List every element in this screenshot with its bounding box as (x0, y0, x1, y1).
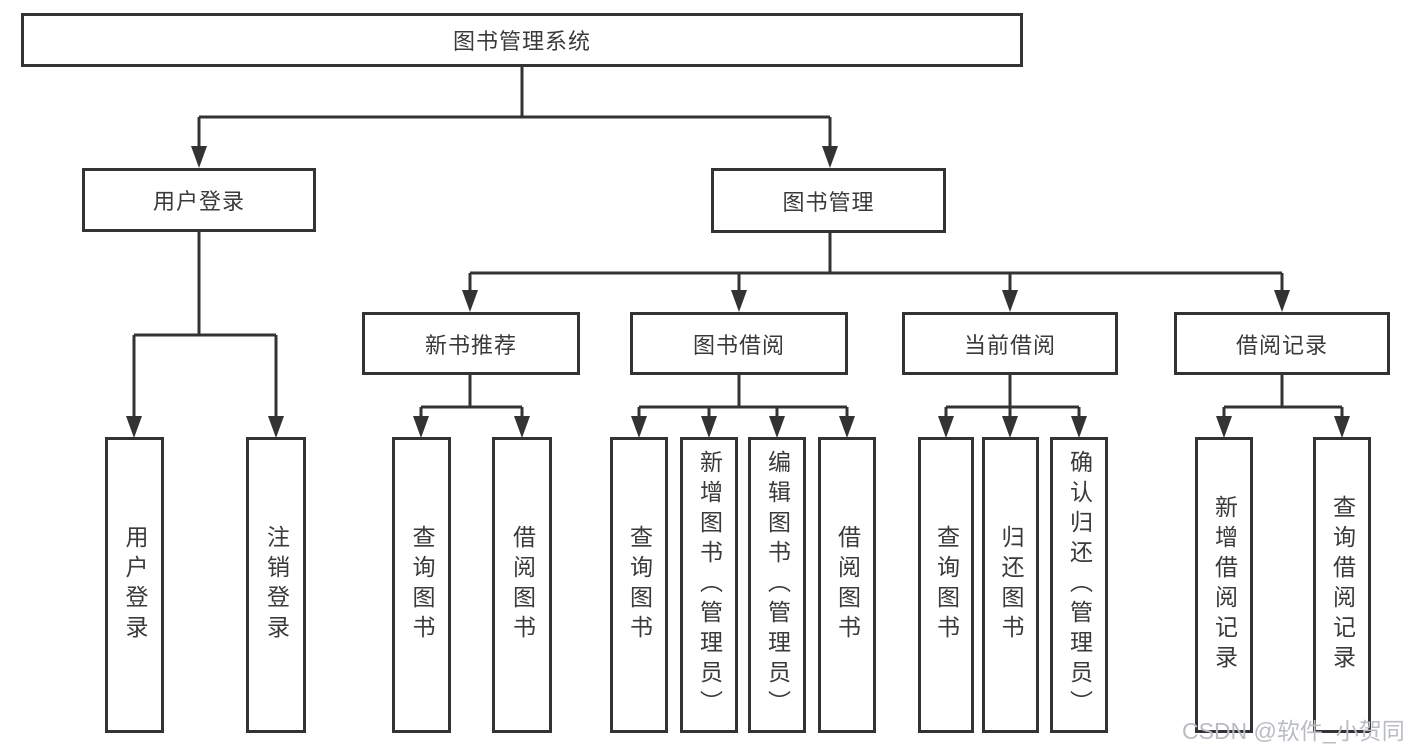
leaf-borrow-edit-books-admin: 编辑图书（管理员） (748, 437, 806, 733)
node-label: 图书管理 (782, 189, 875, 215)
leaf-label: 查询借阅记录 (1329, 495, 1356, 675)
leaf-label: 新增借阅记录 (1211, 495, 1238, 675)
node-book-borrowing: 图书借阅 (630, 312, 848, 375)
leaf-label: 归还图书 (998, 525, 1024, 645)
leaf-label: 编辑图书（管理员） (764, 450, 791, 720)
leaf-label: 借阅图书 (509, 525, 536, 645)
node-new-book-recommend: 新书推荐 (362, 312, 580, 375)
leaf-user-login: 用户登录 (105, 437, 164, 733)
leaf-records-add-record: 新增借阅记录 (1195, 437, 1253, 733)
node-current-borrowing: 当前借阅 (902, 312, 1118, 375)
leaf-current-confirm-return-admin: 确认归还（管理员） (1050, 437, 1108, 733)
leaf-borrow-query-books: 查询图书 (610, 437, 668, 733)
leaf-borrow-borrow-books: 借阅图书 (818, 437, 876, 733)
leaf-label: 新增图书（管理员） (696, 450, 723, 720)
leaf-logout: 注销登录 (246, 437, 306, 733)
leaf-borrow-add-books-admin: 新增图书（管理员） (680, 437, 738, 733)
node-label: 图书管理系统 (452, 29, 591, 54)
node-library-system: 图书管理系统 (21, 13, 1023, 67)
node-label: 图书借阅 (692, 332, 785, 358)
node-book-management: 图书管理 (711, 168, 946, 233)
leaf-label: 借阅图书 (834, 525, 861, 645)
leaf-label: 注销登录 (263, 525, 290, 645)
leaf-label: 查询图书 (626, 525, 653, 645)
leaf-label: 用户登录 (122, 525, 148, 645)
leaf-records-query-record: 查询借阅记录 (1313, 437, 1371, 733)
leaf-current-return-books: 归还图书 (982, 437, 1039, 733)
leaf-newbook-borrow-books: 借阅图书 (492, 437, 552, 733)
watermark: CSDN @软件_小贺同学 (1182, 718, 1405, 744)
leaf-current-query-books: 查询图书 (918, 437, 974, 733)
node-label: 用户登录 (152, 189, 245, 214)
node-label: 新书推荐 (424, 332, 517, 358)
node-user-login: 用户登录 (82, 168, 316, 232)
leaf-label: 查询图书 (409, 525, 435, 645)
leaf-label: 确认归还（管理员） (1066, 450, 1093, 720)
node-label: 借阅记录 (1235, 332, 1328, 358)
connector-stems (132, 67, 1344, 420)
node-label: 当前借阅 (963, 332, 1056, 358)
leaf-label: 查询图书 (933, 525, 960, 645)
node-borrowing-records: 借阅记录 (1174, 312, 1390, 375)
leaf-newbook-query-books: 查询图书 (392, 437, 451, 733)
arrowheads (126, 146, 1350, 438)
